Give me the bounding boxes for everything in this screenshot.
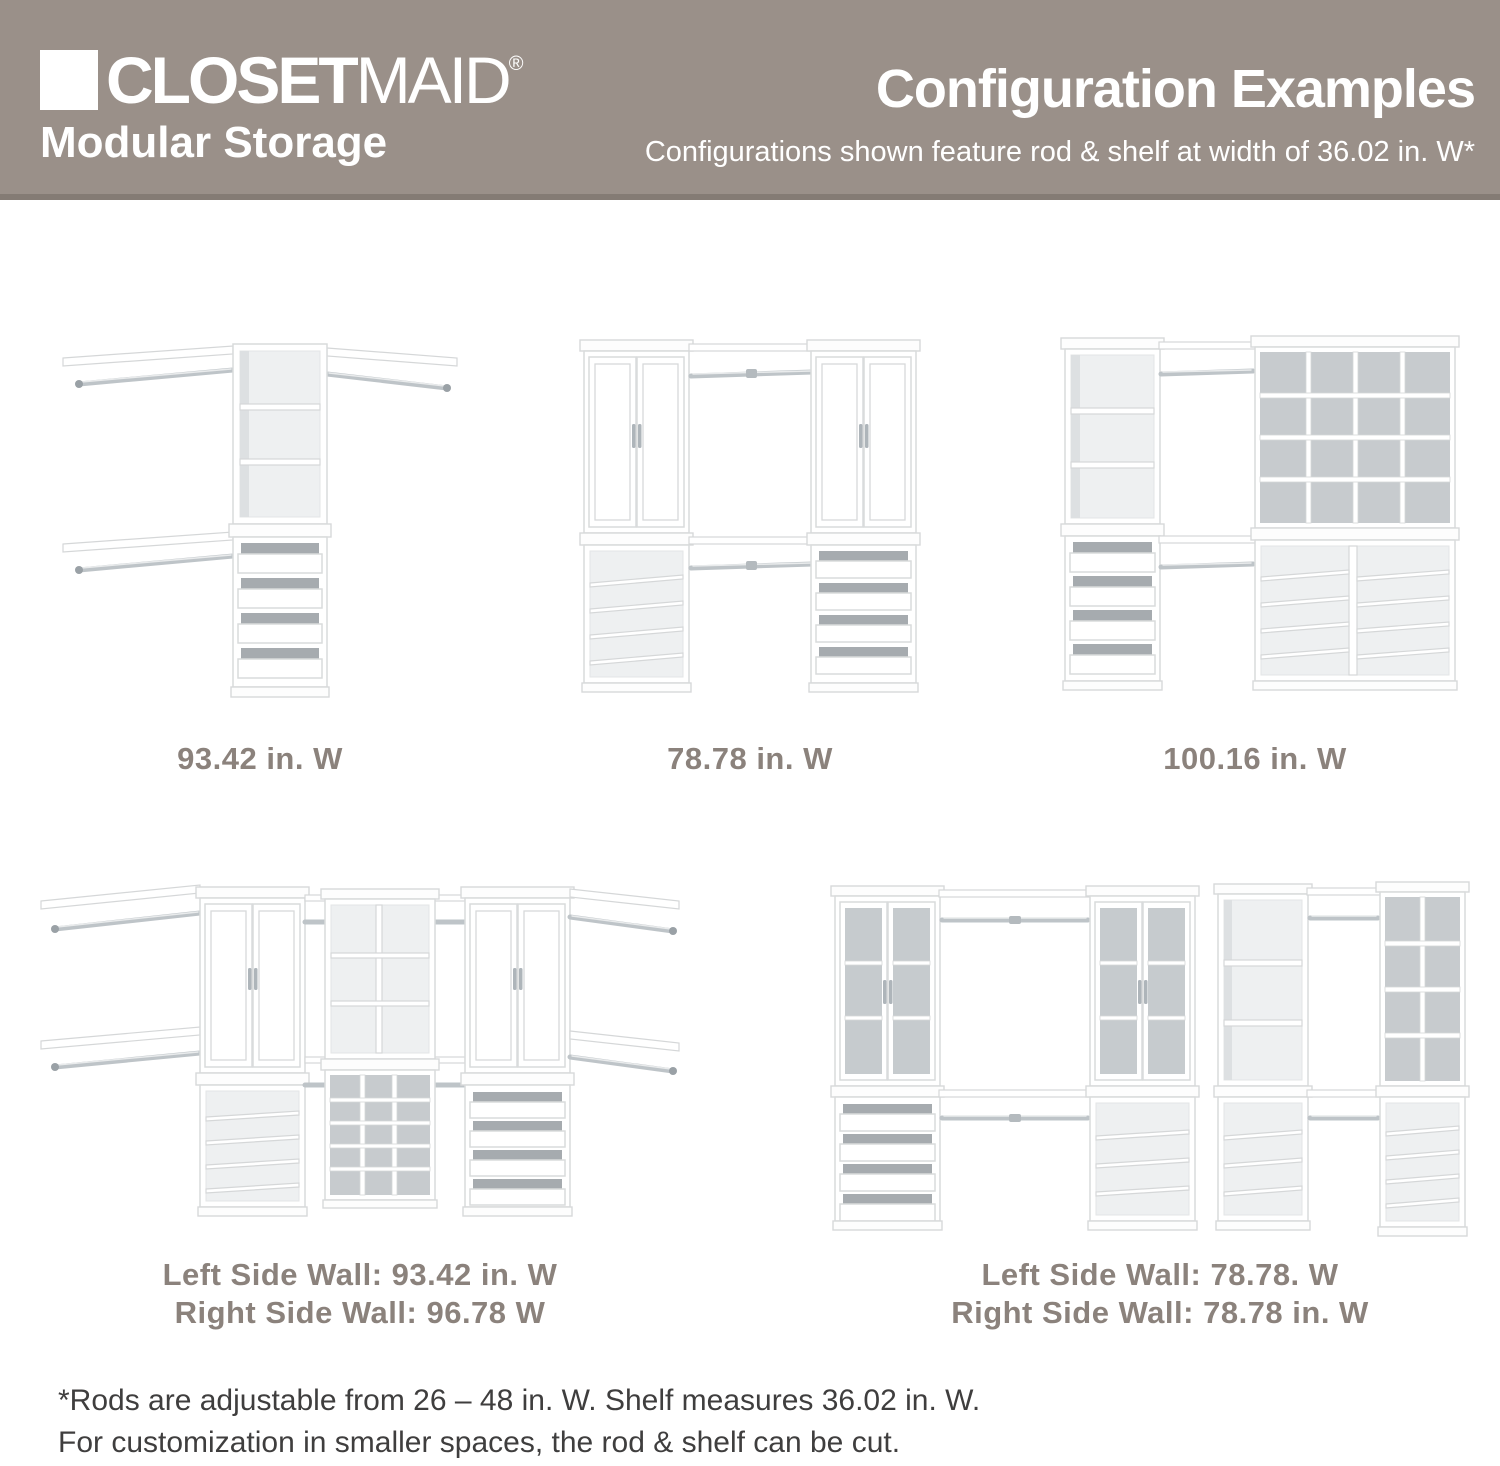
upper-right-shelf-and-rod — [324, 347, 458, 392]
cabinet-tower-right — [460, 886, 575, 1217]
width-label-text: 93.42 in. W — [177, 741, 343, 776]
shelf-tower — [232, 343, 328, 525]
middle-shelf-and-rod — [688, 536, 816, 571]
registered-mark: ® — [508, 53, 524, 75]
middle-shelf-and-rod — [1158, 535, 1258, 570]
config-2-illustration — [550, 298, 950, 713]
tower-molding — [228, 523, 332, 538]
brand-logo: CLOSETMAID® Modular Storage — [40, 47, 524, 168]
cubby-shoe-tower — [1375, 881, 1470, 1237]
brand-name: CLOSETMAID® — [106, 47, 524, 113]
right-cabinet-tower — [806, 339, 921, 693]
config-5-width-label: Left Side Wall: 78.78. W Right Side Wall… — [820, 1256, 1500, 1332]
glass-cabinet-drawer-tower — [830, 885, 945, 1231]
left-cabinet-tower — [579, 339, 694, 693]
config-1-illustration — [55, 298, 465, 713]
brand-square-icon — [40, 50, 98, 110]
left-side-wall-label: Left Side Wall: 93.42 in. W — [162, 1257, 558, 1292]
config-4-width-label: Left Side Wall: 93.42 in. W Right Side W… — [35, 1256, 685, 1332]
corner-shelf-cubby-unit — [320, 888, 440, 1209]
tower-base — [230, 686, 330, 698]
config-5-illustration — [820, 846, 1470, 1246]
left-wall-shelf-and-rods — [938, 889, 1093, 1122]
corner-rods — [302, 894, 468, 1088]
brand-name-bold: CLOSET — [106, 43, 359, 117]
top-shelf-and-rod — [1158, 341, 1258, 377]
page-subtitle: Configurations shown feature rod & shelf… — [644, 136, 1475, 168]
right-wall-shelf-and-rods — [1306, 887, 1383, 1121]
config-3-width-label: 100.16 in. W — [1040, 740, 1470, 778]
left-shelf-tower — [1060, 337, 1165, 691]
open-shelf-tower — [1213, 883, 1313, 1231]
footnote: *Rods are adjustable from 26 – 48 in. W.… — [58, 1380, 980, 1464]
glass-cabinet-shelf-tower — [1085, 885, 1200, 1231]
left-wall-shelves-and-rods — [40, 884, 203, 1071]
brand-tagline: Modular Storage — [40, 118, 388, 167]
right-side-wall-label: Right Side Wall: 78.78 in. W — [951, 1295, 1369, 1330]
right-side-wall-label: Right Side Wall: 96.78 W — [174, 1295, 546, 1330]
top-shelf-and-rod — [688, 343, 816, 379]
width-label-text: 78.78 in. W — [667, 741, 833, 776]
upper-left-shelf-and-rod — [62, 345, 236, 388]
config-1-width-label: 93.42 in. W — [55, 740, 465, 778]
drawer-stack — [232, 536, 328, 688]
header-band: CLOSETMAID® Modular Storage Configuratio… — [0, 0, 1500, 200]
cubby-and-shoe-unit — [1250, 335, 1460, 691]
footnote-line-1: *Rods are adjustable from 26 – 48 in. W.… — [58, 1384, 981, 1417]
config-3-illustration — [1040, 296, 1470, 711]
left-side-wall-label: Left Side Wall: 78.78. W — [981, 1257, 1339, 1292]
config-4-illustration — [35, 805, 685, 1225]
width-label-text: 100.16 in. W — [1163, 741, 1347, 776]
brand-name-light: MAID — [355, 43, 512, 117]
right-wall-shelves-and-rods — [567, 888, 680, 1075]
page-title: Configuration Examples — [875, 59, 1476, 119]
footnote-line-2: For customization in smaller spaces, the… — [58, 1426, 901, 1459]
cabinet-tower-left — [195, 886, 310, 1217]
header-heading-block: Configuration Examples Configurations sh… — [644, 58, 1476, 169]
middle-left-shelf-and-rod — [62, 531, 236, 574]
config-2-width-label: 78.78 in. W — [550, 740, 950, 778]
